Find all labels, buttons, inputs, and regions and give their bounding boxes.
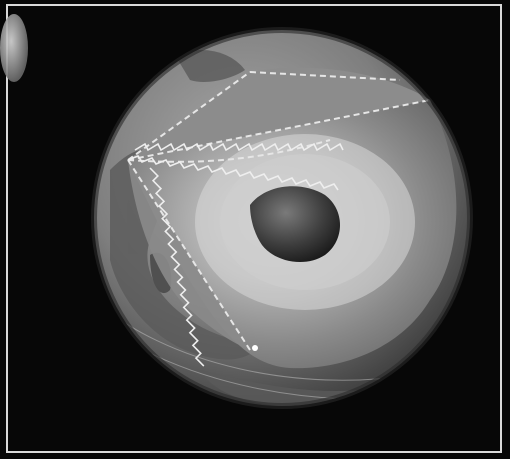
globe (94, 30, 470, 408)
epicenter-dot (252, 345, 258, 351)
moon-sliver (0, 14, 28, 82)
